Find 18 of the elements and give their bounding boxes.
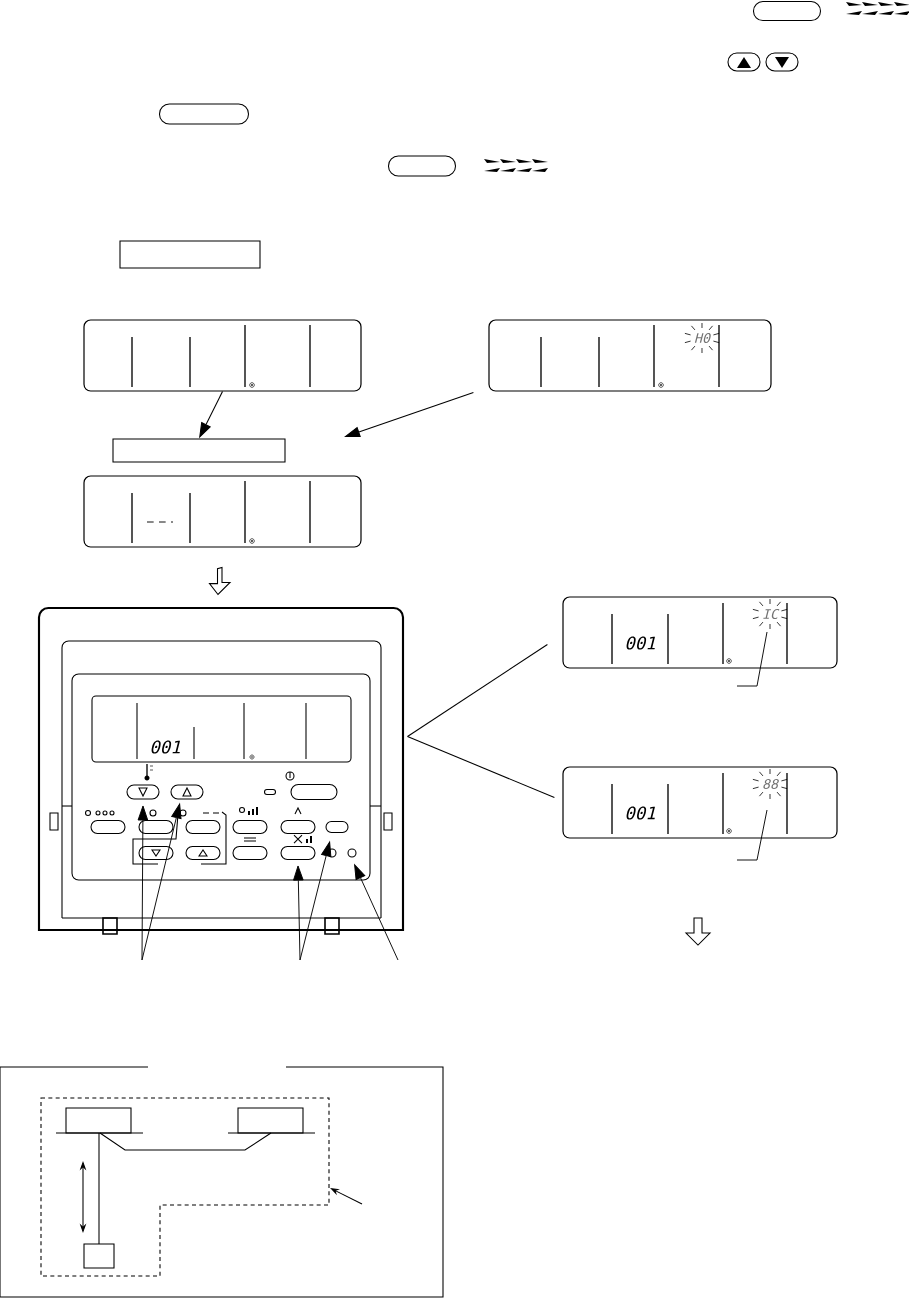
lcd-display bbox=[83, 475, 362, 548]
remote-controller-drawing bbox=[37, 606, 405, 935]
hollow-arrow bbox=[208, 566, 232, 596]
label-box bbox=[112, 438, 286, 463]
leader-line bbox=[299, 841, 332, 961]
lcd-display: 001 88 bbox=[562, 766, 838, 839]
leader-line bbox=[736, 631, 768, 687]
leader-line bbox=[354, 864, 399, 961]
leader-line bbox=[293, 865, 304, 961]
lcd-display: 001 IC bbox=[562, 596, 838, 669]
leader-line bbox=[141, 803, 182, 961]
lcd-digits: 001 bbox=[151, 740, 180, 754]
connector-line bbox=[407, 643, 548, 738]
lcd-display: H0 bbox=[488, 319, 772, 392]
leader-line bbox=[736, 809, 768, 861]
leader-line bbox=[137, 805, 149, 961]
lcd-display bbox=[83, 319, 362, 392]
connector-line bbox=[407, 735, 555, 799]
